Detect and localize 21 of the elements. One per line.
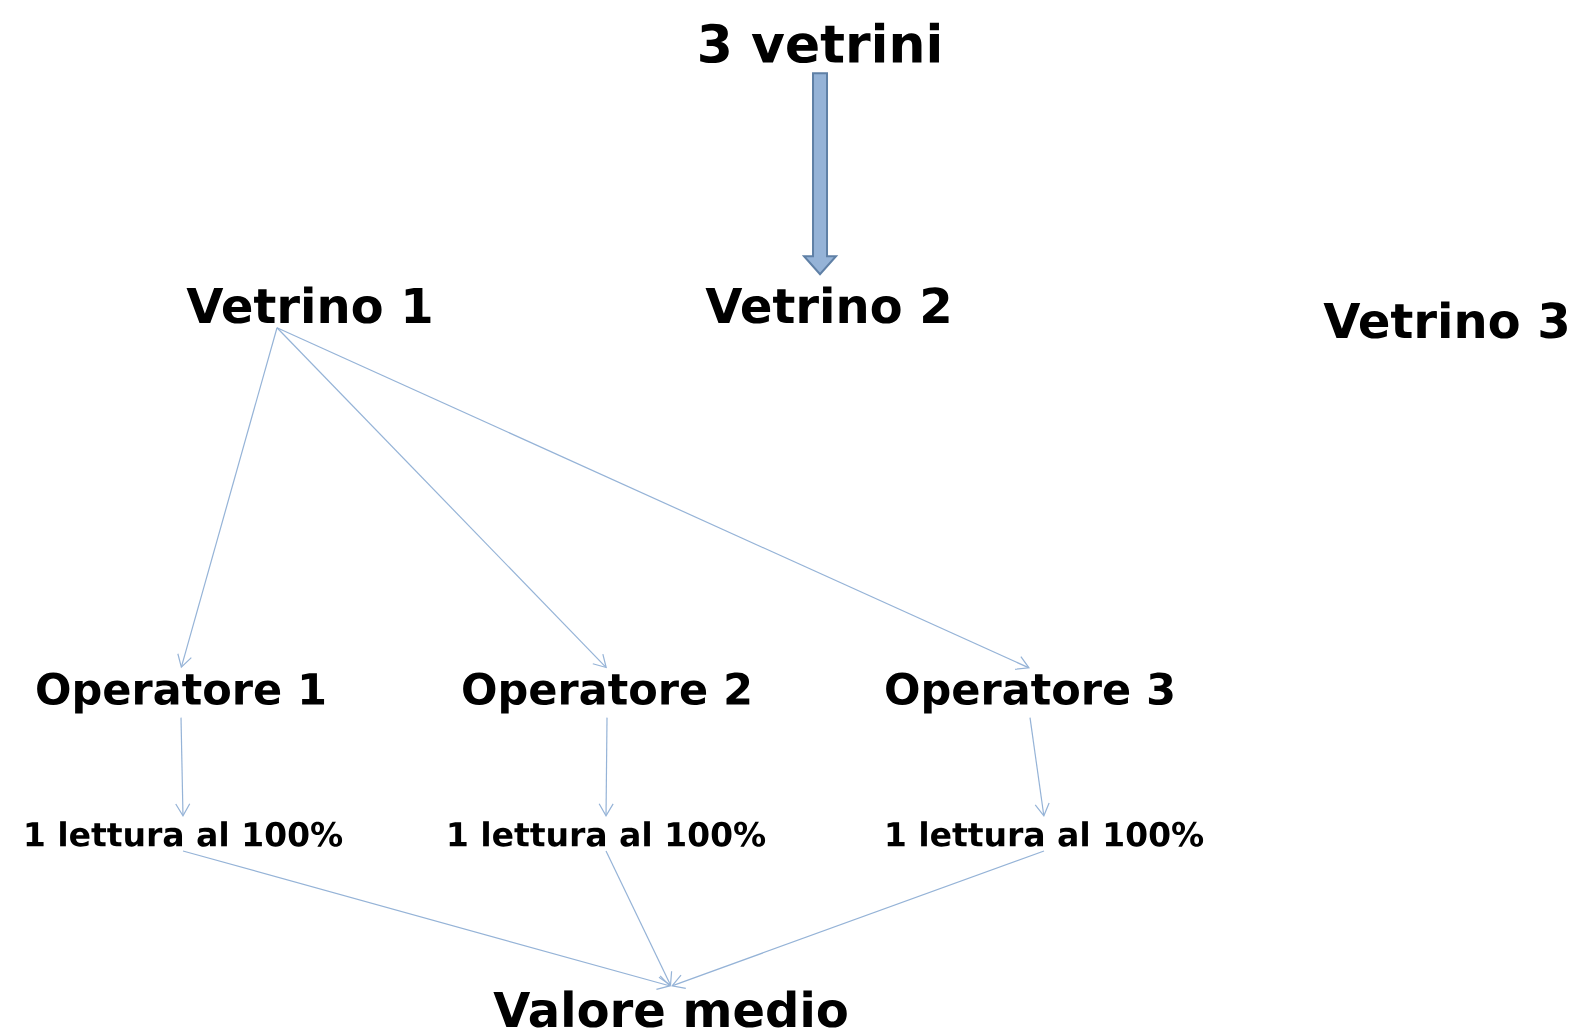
- arrow: [276, 327, 607, 669]
- node-label: Operatore 3: [886, 672, 1173, 714]
- arrow: [182, 850, 671, 991]
- arrow: [598, 717, 614, 818]
- arrow: [605, 850, 673, 987]
- node-label: Vetrino 2: [705, 286, 949, 324]
- node-label: Operatore 2: [463, 672, 750, 714]
- arrow: [177, 327, 278, 669]
- node-label: 1 lettura al 100%: [26, 821, 343, 847]
- arrow: [175, 717, 191, 818]
- block-arrow: [801, 72, 839, 276]
- node-label: Operatore 1: [37, 672, 325, 714]
- title: 3 vetrini: [700, 22, 939, 64]
- node-label: Valore medio: [493, 990, 847, 1028]
- arrow: [1029, 717, 1050, 818]
- node-label: Vetrino 3: [1323, 301, 1567, 339]
- arrow: [671, 850, 1045, 989]
- arrow: [276, 327, 1030, 670]
- node-label: 1 lettura al 100%: [449, 821, 766, 847]
- node-label: Vetrino 1: [186, 286, 431, 324]
- node-label: 1 lettura al 100%: [887, 821, 1204, 847]
